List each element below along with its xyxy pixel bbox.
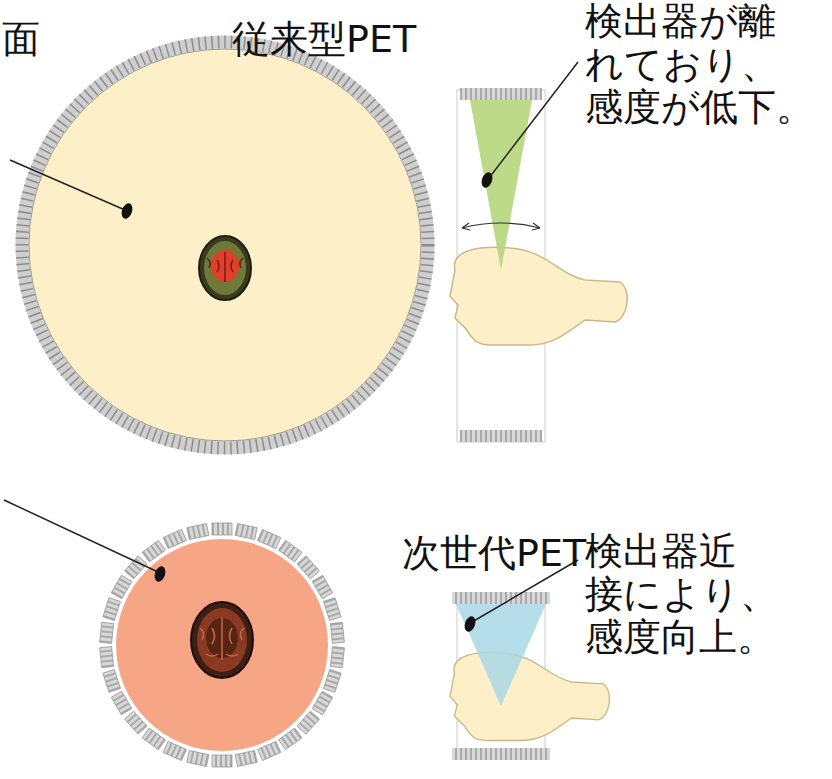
region-label: 面 <box>2 18 40 61</box>
scanner-heading: 従来型PET <box>232 18 416 61</box>
detector-block <box>103 598 121 621</box>
detector-block <box>312 691 332 714</box>
detector-block <box>452 592 550 604</box>
detector-edge <box>29 49 421 441</box>
brain-small <box>199 236 251 300</box>
detector-block <box>279 540 302 561</box>
leader-dot <box>463 615 478 633</box>
detector-block <box>324 598 342 621</box>
detector-block <box>235 751 257 767</box>
callout-note: 検出器近 接により、 感度向上。 <box>585 530 790 659</box>
leader-dot <box>153 565 168 583</box>
leader-line <box>489 62 578 178</box>
detector-block <box>312 575 332 598</box>
detector-block <box>460 88 542 100</box>
detector-block <box>187 524 209 540</box>
angle-arrowheads <box>462 223 540 230</box>
detector-block <box>142 728 165 749</box>
detector-block <box>330 622 344 643</box>
detector-block <box>330 647 344 668</box>
detector-block <box>111 575 131 598</box>
detector-block <box>163 741 186 760</box>
field-of-view <box>22 42 428 448</box>
detector-block <box>100 647 114 668</box>
detector-block <box>258 529 281 548</box>
detector-block <box>100 622 114 643</box>
detector-block <box>103 669 121 692</box>
leader-dot <box>480 171 495 189</box>
detector-block <box>142 540 165 561</box>
angle-arc <box>462 223 540 228</box>
scanner-heading: 次世代PET <box>402 532 586 575</box>
detector-block <box>187 751 209 767</box>
detection-cone <box>456 604 546 706</box>
leader-dot <box>120 202 135 220</box>
detector-block <box>111 691 131 714</box>
detection-cone <box>470 100 532 270</box>
callout-note: 検出器が離 れており、 感度が低下。 <box>585 0 825 129</box>
detector-block <box>324 669 342 692</box>
detector-ring <box>22 42 428 448</box>
detector-block <box>452 748 550 760</box>
field-of-view <box>116 539 328 751</box>
head-profile <box>450 652 609 740</box>
leader-line <box>10 160 125 210</box>
detector-block <box>125 711 147 734</box>
detector-block <box>258 741 281 760</box>
detector-block <box>212 755 232 767</box>
brain-large <box>191 602 253 678</box>
detector-block <box>279 728 302 749</box>
detector-block <box>125 556 147 579</box>
head-profile <box>450 247 627 345</box>
detector-block <box>235 524 257 540</box>
next-gen-ring <box>100 523 345 767</box>
conventional-ring <box>22 42 428 448</box>
leader-line <box>4 500 158 572</box>
detector-block <box>297 711 319 734</box>
detector-block <box>163 529 186 548</box>
conventional-side-view <box>450 88 627 442</box>
detector-hatching <box>22 42 428 448</box>
detector-block <box>460 430 542 442</box>
detector-block <box>212 523 232 535</box>
detector-block <box>297 556 319 579</box>
